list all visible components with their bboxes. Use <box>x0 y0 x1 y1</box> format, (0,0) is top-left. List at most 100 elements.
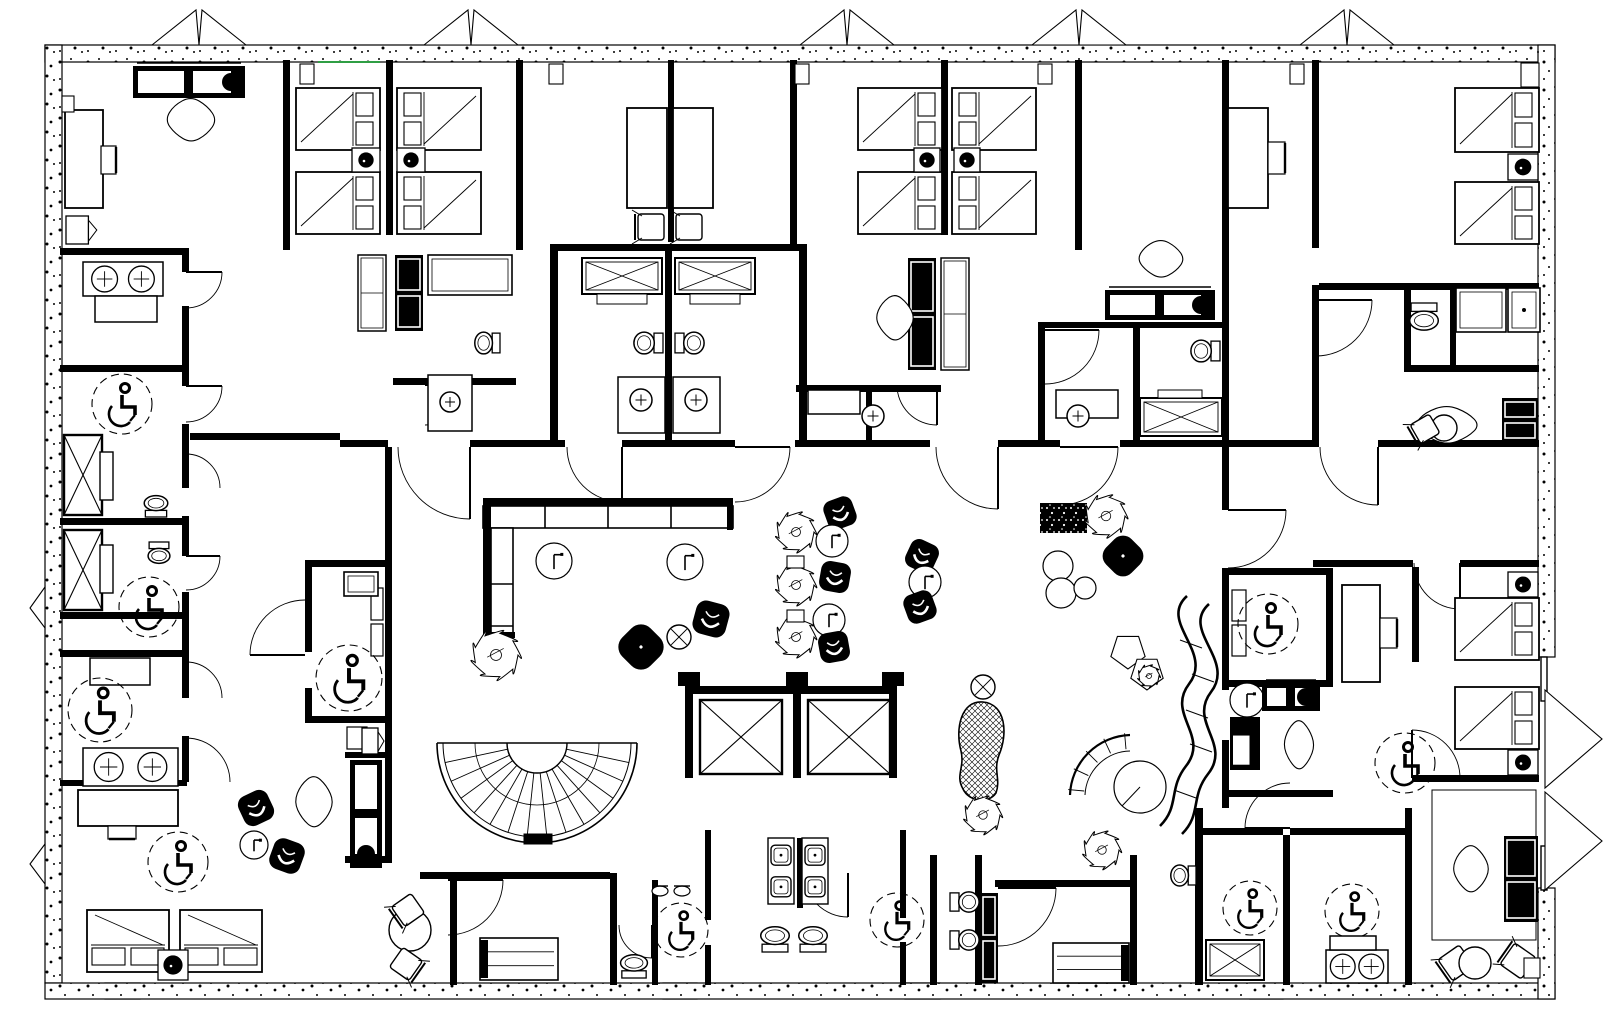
side-chair <box>1267 141 1287 175</box>
nightstand-lamp <box>157 949 189 981</box>
shape <box>146 585 158 597</box>
folding-table-icon <box>970 674 996 700</box>
shape <box>1237 593 1299 655</box>
shape <box>396 87 482 151</box>
shape <box>1514 720 1533 745</box>
shape <box>982 896 996 936</box>
armchair-dark <box>905 539 939 573</box>
interior-wall <box>795 440 930 447</box>
toilet-icon <box>759 926 791 953</box>
shape <box>1514 92 1533 118</box>
shape <box>1502 398 1538 442</box>
desk <box>64 109 104 209</box>
shape <box>147 547 171 565</box>
shape <box>682 331 705 355</box>
shape <box>1406 425 1420 447</box>
shape <box>653 902 709 958</box>
shape <box>418 959 430 962</box>
shape <box>147 598 164 618</box>
interior-wall <box>797 838 803 908</box>
shape <box>1256 917 1263 924</box>
shape <box>797 926 829 946</box>
door-swing <box>1244 782 1291 829</box>
shape <box>361 727 379 755</box>
interior-wall <box>386 60 393 235</box>
shape <box>355 121 374 146</box>
shape <box>175 840 187 852</box>
doormat-dark <box>1040 503 1087 533</box>
shape <box>801 837 829 905</box>
shape <box>675 213 703 241</box>
twin-bed <box>295 171 381 235</box>
shape <box>804 876 826 898</box>
shape <box>637 213 665 241</box>
round-table <box>1458 946 1492 980</box>
shape <box>1173 868 1186 883</box>
floor-lamp-icon <box>908 565 942 599</box>
interior-wall <box>995 880 1130 887</box>
toilet-icon <box>474 331 501 355</box>
shape <box>1459 603 1513 653</box>
shape <box>678 910 690 921</box>
shape <box>144 509 168 518</box>
round-sink-icon <box>861 404 885 428</box>
shape <box>489 768 523 825</box>
interior-wall <box>385 447 392 860</box>
fan-staircase-icon <box>436 742 638 844</box>
bath-step <box>596 293 648 305</box>
shape <box>637 335 652 351</box>
nightstand-lamp <box>396 147 426 173</box>
interior-wall <box>1038 322 1222 328</box>
shape <box>862 177 916 227</box>
door-swing <box>447 879 504 936</box>
folding-table-icon <box>666 624 692 650</box>
shape <box>107 405 131 428</box>
casement-window-icon <box>798 8 848 46</box>
door-swing <box>1227 509 1287 569</box>
shape <box>1454 181 1540 245</box>
shape <box>1402 424 1415 426</box>
interior-wall <box>1290 828 1407 835</box>
shape <box>761 943 789 953</box>
shape <box>403 176 422 201</box>
shape <box>84 711 110 735</box>
daybed-bench <box>479 937 559 981</box>
shape <box>355 92 374 117</box>
wardrobe-dark <box>395 255 423 331</box>
interior-wall <box>975 855 982 985</box>
plant-icon <box>470 629 522 682</box>
shape <box>832 505 845 513</box>
interior-wall <box>1133 328 1140 440</box>
bathtub-icon <box>1139 397 1223 437</box>
shape <box>581 257 663 295</box>
shape <box>63 529 103 611</box>
bathtub-icon <box>1205 939 1265 981</box>
wall-fixture-box <box>1520 62 1540 88</box>
shape <box>67 677 133 743</box>
toilet-icon <box>619 953 649 979</box>
shape <box>470 629 522 682</box>
shape <box>679 921 695 940</box>
shape <box>389 947 423 981</box>
wheelchair-accessibility-icon <box>869 892 925 948</box>
shape <box>621 970 647 979</box>
wheelchair-accessibility-icon <box>107 382 137 428</box>
floor-lamp-icon <box>239 830 269 860</box>
floor-lamp-icon <box>1229 682 1265 718</box>
shape <box>403 152 419 168</box>
shape <box>406 976 413 988</box>
interior-wall <box>652 880 658 985</box>
wheelchair-accessibility-icon <box>1253 602 1283 648</box>
shape <box>333 679 359 704</box>
shape <box>300 93 354 143</box>
shape <box>269 838 305 874</box>
shape <box>639 645 643 649</box>
shape <box>770 876 792 898</box>
shape <box>1430 958 1443 961</box>
armchair-dark <box>903 590 937 624</box>
shape <box>98 700 116 722</box>
twin-bed <box>1454 686 1540 750</box>
shape <box>895 911 911 930</box>
shape <box>403 121 422 146</box>
exterior-wall <box>1537 44 1556 658</box>
